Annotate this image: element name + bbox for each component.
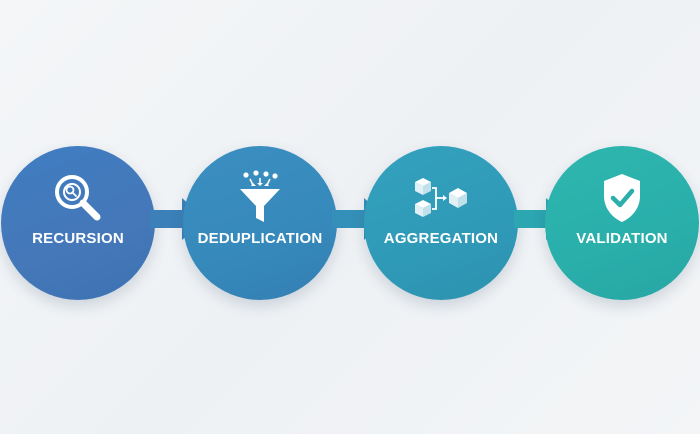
step-label-aggregation: AGGREGATION (383, 230, 499, 247)
step-deduplication: DEDUPLICATION (183, 146, 337, 300)
step-label-recursion: RECURSION (32, 230, 124, 247)
shield-check-icon (604, 174, 640, 222)
cubes-icon (415, 178, 467, 217)
step-label-deduplication: DEDUPLICATION (197, 230, 323, 247)
funnel-icon (240, 170, 280, 222)
step-label-validation: VALIDATION (576, 230, 668, 247)
step-validation: VALIDATION (545, 146, 699, 300)
magnifier-icon (55, 175, 101, 221)
step-recursion: RECURSION (1, 146, 155, 300)
step-aggregation: AGGREGATION (364, 146, 518, 300)
